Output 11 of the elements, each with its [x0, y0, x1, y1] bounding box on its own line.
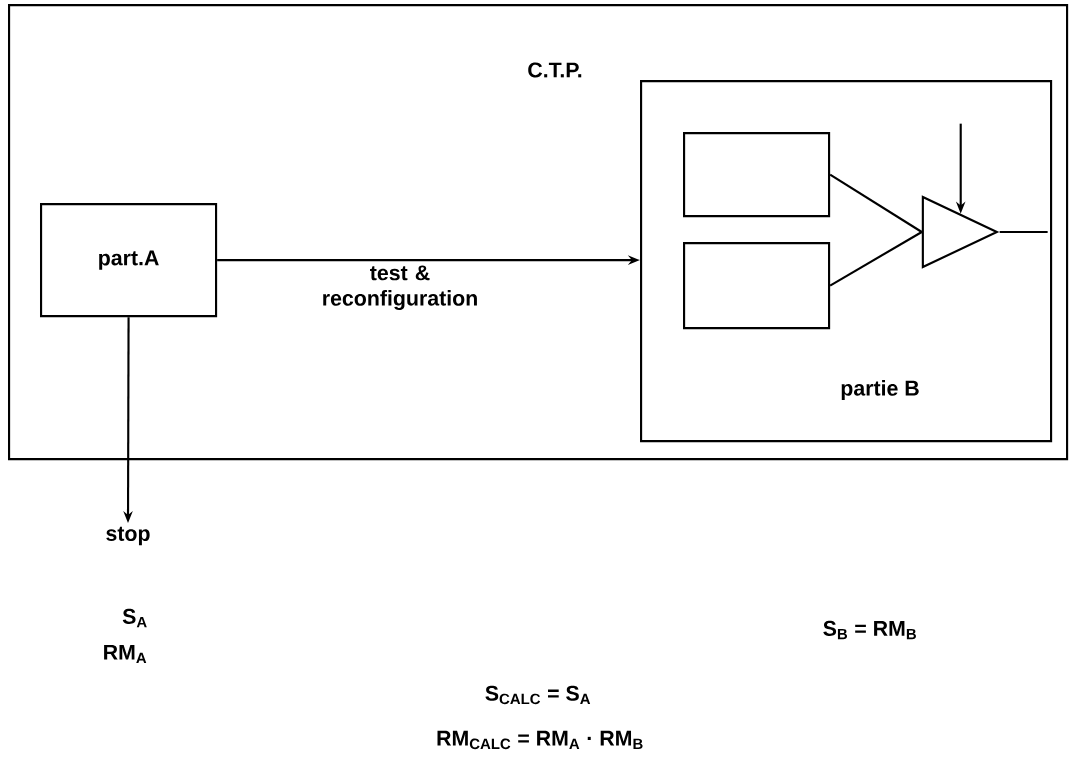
formula-text: S$_{B}$ = RM$_{B}$ — [823, 620, 916, 640]
formula-text: RM$_{CALC}$ = RM$_{A}$ · RM$_{B}$ — [437, 730, 643, 750]
terminal-text: stop — [106, 526, 150, 546]
block-box: partie B — [640, 80, 1053, 443]
empty-box — [683, 132, 831, 218]
formula-text: S$_{CALC}$ = S$_{A}$ — [485, 685, 591, 705]
formula-text: S$_{A}$ — [122, 608, 147, 628]
formula-text: RM$_{A}$ — [104, 644, 147, 664]
edge-label: test & reconfiguration — [323, 265, 477, 310]
process-box: part.A — [40, 203, 218, 318]
empty-box — [683, 242, 831, 330]
